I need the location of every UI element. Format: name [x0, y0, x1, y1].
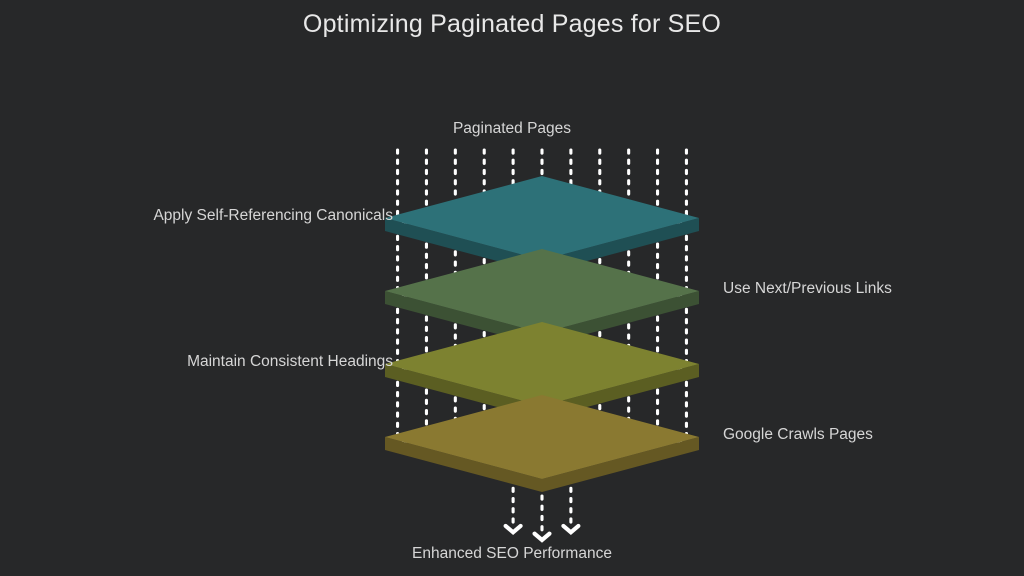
- layer-top-face: [385, 249, 699, 333]
- layer-4: [385, 395, 699, 492]
- layer-label-1: Apply Self-Referencing Canonicals: [153, 207, 393, 224]
- chevron-down-icon: [561, 523, 581, 535]
- arrow-group-4: [503, 486, 581, 543]
- chevron-down-icon: [503, 523, 523, 535]
- layer-label-3: Maintain Consistent Headings: [187, 353, 393, 370]
- input-label: Paginated Pages: [452, 120, 572, 137]
- page-title: Optimizing Paginated Pages for SEO: [302, 10, 722, 38]
- layer-top-face: [385, 322, 699, 406]
- layer-top-face: [385, 176, 699, 260]
- chevron-down-icon: [532, 531, 552, 543]
- layer-label-4: Google Crawls Pages: [723, 426, 873, 443]
- layer-top-face: [385, 395, 699, 479]
- layer-side-face: [385, 437, 699, 492]
- output-label: Enhanced SEO Performance: [412, 545, 612, 562]
- layer-label-2: Use Next/Previous Links: [723, 280, 892, 297]
